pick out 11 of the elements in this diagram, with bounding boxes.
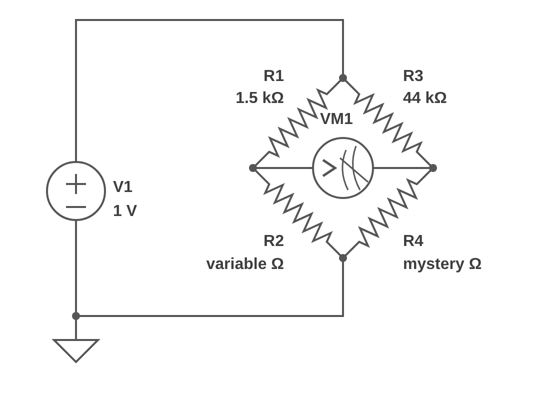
component-label: R1 [264,68,284,86]
component-label: 1.5 kΩ [236,90,284,108]
component-label: mystery Ω [403,256,482,274]
component-label: V1 [113,179,133,197]
component-label: 44 kΩ [403,90,447,108]
component-label: R3 [403,68,424,86]
component-label: R2 [264,233,284,251]
component-label: R4 [403,233,424,251]
component-label: 1 V [113,203,138,221]
component-label: variable Ω [206,256,284,274]
component-label: VM1 [320,111,353,129]
